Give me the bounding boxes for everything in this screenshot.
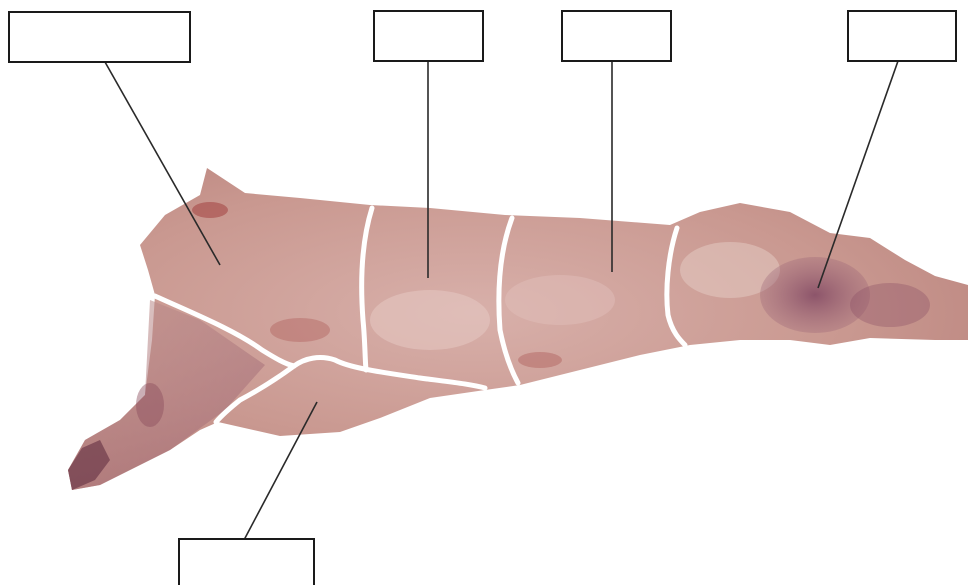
blood-mark <box>136 383 164 427</box>
bruise-area <box>850 283 930 327</box>
label-box-leg[interactable] <box>848 11 956 61</box>
label-box-shoulder[interactable] <box>9 12 190 62</box>
fat-patch <box>370 290 490 350</box>
carcass-silhouette <box>68 168 968 490</box>
blood-mark <box>518 352 562 368</box>
label-box-rack-front[interactable] <box>374 11 483 61</box>
blood-mark <box>270 318 330 342</box>
blood-mark <box>192 202 228 218</box>
label-box-breast[interactable] <box>179 539 314 585</box>
fat-patch <box>505 275 615 325</box>
bruise-area <box>760 257 870 333</box>
label-box-rack-rear[interactable] <box>562 11 671 61</box>
